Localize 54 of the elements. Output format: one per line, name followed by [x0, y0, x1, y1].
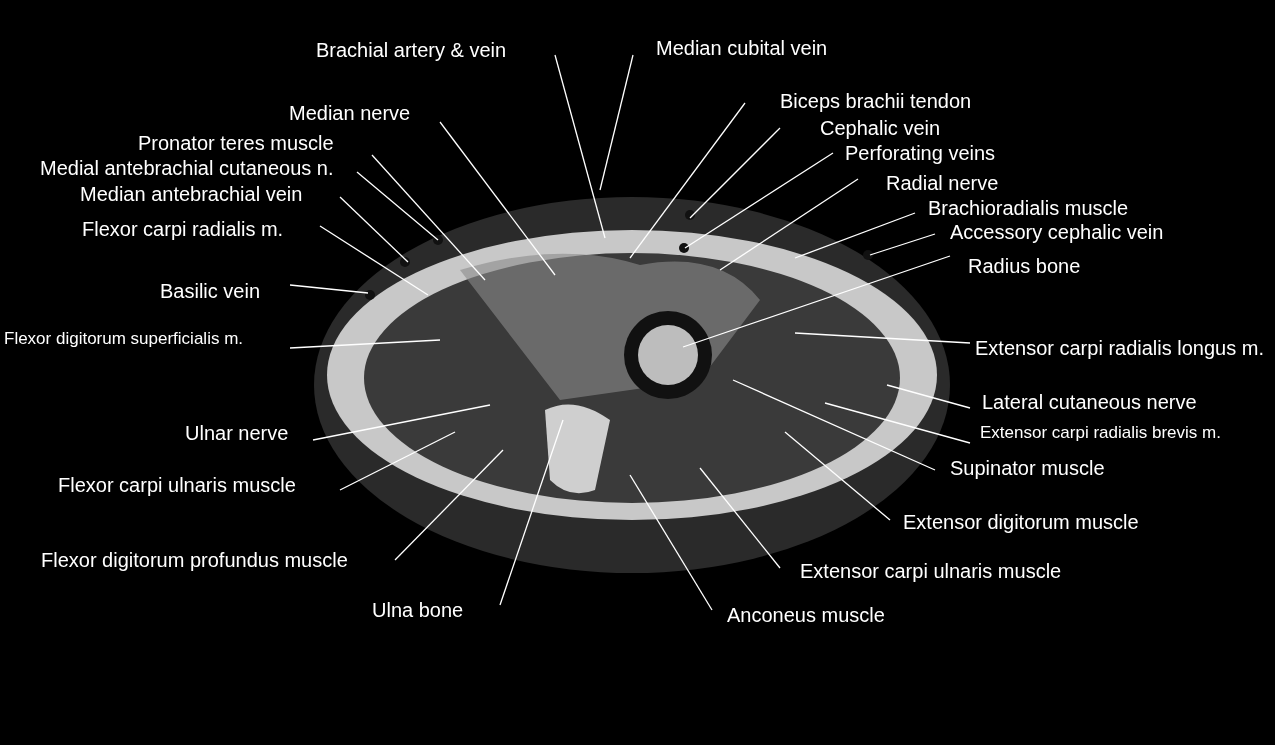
leader-line [371, 154, 486, 281]
structure-label: Supinator muscle [950, 456, 1105, 480]
leader-line [554, 54, 606, 239]
structure-label: Median cubital vein [656, 36, 828, 60]
structure-label: Flexor digitorum profundus muscle [41, 548, 348, 572]
structure-label: Flexor carpi radialis m. [82, 217, 284, 241]
structure-label: Pronator teres muscle [138, 131, 334, 155]
leader-line [339, 196, 409, 263]
structure-label: Perforating veins [845, 141, 996, 165]
structure-label: Biceps brachii tendon [780, 89, 972, 113]
leader-line [886, 384, 971, 409]
leader-line [794, 212, 916, 259]
structure-label: Brachioradialis muscle [928, 196, 1129, 220]
structure-label: Lateral cutaneous nerve [982, 390, 1197, 414]
structure-label: Flexor carpi ulnaris muscle [58, 473, 296, 497]
leader-line [499, 419, 564, 606]
structure-label: Radius bone [968, 254, 1081, 278]
structure-label: Anconeus muscle [727, 603, 885, 627]
leader-line [629, 474, 713, 611]
structure-label: Flexor digitorum superficialis m. [4, 327, 243, 351]
leader-line [319, 225, 429, 296]
leader-line [684, 152, 834, 249]
structure-label: Brachial artery & vein [316, 38, 507, 62]
structure-label: Median nerve [289, 101, 411, 125]
structure-label: Accessory cephalic vein [950, 220, 1164, 244]
structure-label: Ulnar nerve [185, 421, 289, 445]
leader-line [869, 233, 936, 256]
structure-label: Extensor carpi radialis longus m. [975, 336, 1264, 360]
leader-line [356, 171, 439, 241]
structure-label: Medial antebrachial cutaneous n. [40, 156, 334, 180]
structure-label: Cephalic vein [820, 116, 941, 140]
leader-line [312, 404, 491, 441]
leader-line [719, 178, 859, 271]
structure-label: Median antebrachial vein [80, 182, 303, 206]
leader-line [289, 284, 369, 294]
structure-label: Radial nerve [886, 171, 999, 195]
leader-line [439, 121, 556, 276]
leader-line [339, 431, 456, 491]
structure-label: Extensor carpi radialis brevis m. [980, 421, 1221, 445]
leader-line [394, 449, 504, 561]
leader-line [784, 431, 891, 521]
leader-line [682, 255, 951, 348]
leader-line [289, 339, 441, 349]
structure-label: Ulna bone [372, 598, 464, 622]
leader-line [599, 54, 634, 191]
leader-line [824, 402, 971, 444]
leader-line [794, 332, 971, 344]
leader-line [732, 379, 936, 471]
structure-label: Extensor carpi ulnaris muscle [800, 559, 1062, 583]
structure-label: Extensor digitorum muscle [903, 510, 1139, 534]
leader-line [689, 127, 781, 219]
leader-line [699, 467, 781, 569]
structure-label: Basilic vein [160, 279, 261, 303]
leader-line [629, 102, 746, 259]
